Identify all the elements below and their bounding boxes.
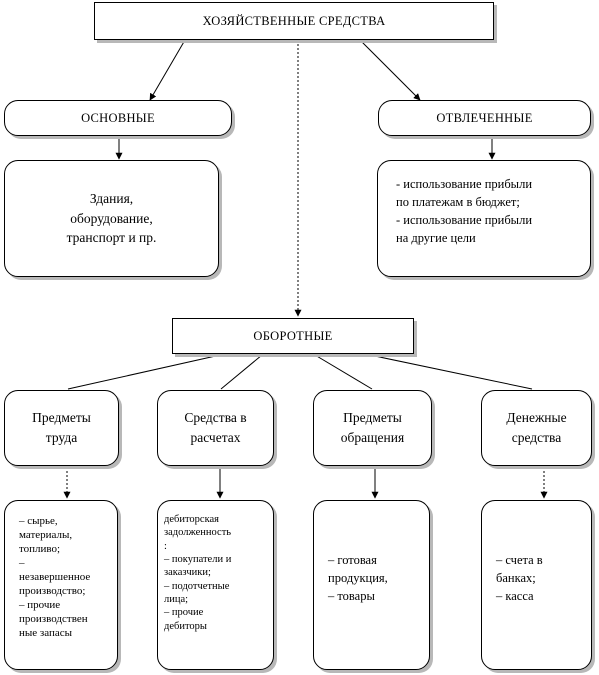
fixed-assets-label: ОСНОВНЫЕ bbox=[81, 110, 155, 125]
cash-label: Денежные средства bbox=[506, 410, 567, 445]
settlements-details-text: дебиторская задолженность : – покупатели… bbox=[164, 514, 232, 632]
labor-objects-label: Предметы труда bbox=[32, 410, 91, 445]
arrow-title-to-diverted bbox=[359, 39, 421, 101]
title-box: ХОЗЯЙСТВЕННЫЕ СРЕДСТВА bbox=[94, 2, 494, 40]
settlements-details: дебиторская задолженность : – покупатели… bbox=[157, 500, 274, 670]
circulation-objects-label: Предметы обращения bbox=[340, 410, 405, 445]
diverted-assets-details-text: - использование прибыли по платежам в бю… bbox=[396, 177, 533, 246]
cash-box: Денежные средства bbox=[481, 390, 592, 466]
current-assets-label: ОБОРОТНЫЕ bbox=[253, 328, 333, 343]
diverted-assets-label: ОТВЛЕЧЕННЫЕ bbox=[436, 110, 533, 125]
title-label: ХОЗЯЙСТВЕННЫЕ СРЕДСТВА bbox=[202, 13, 386, 28]
line-current-to-cash bbox=[369, 354, 533, 390]
circulation-objects-details: – готовая продукция, – товары bbox=[313, 500, 430, 670]
line-current-to-settlements bbox=[220, 354, 263, 390]
cash-details-text: – счета в банках; – касса bbox=[496, 553, 543, 604]
diverted-assets-details: - использование прибыли по платежам в бю… bbox=[377, 160, 591, 277]
fixed-assets-details-text: Здания, оборудование, транспорт и пр. bbox=[66, 191, 157, 246]
cash-details: – счета в банках; – касса bbox=[481, 500, 592, 670]
labor-objects-details-text: – сырье, материалы, топливо; – незаверше… bbox=[19, 515, 91, 639]
labor-objects-details: – сырье, материалы, топливо; – незаверше… bbox=[4, 500, 118, 670]
line-current-to-circulation bbox=[314, 354, 373, 390]
circulation-objects-details-text: – готовая продукция, – товары bbox=[328, 553, 388, 604]
current-assets-box: ОБОРОТНЫЕ bbox=[172, 318, 414, 354]
settlements-box: Средства в расчетах bbox=[157, 390, 274, 466]
labor-objects-box: Предметы труда bbox=[4, 390, 119, 466]
diverted-assets-box: ОТВЛЕЧЕННЫЕ bbox=[378, 100, 591, 136]
settlements-label: Средства в расчетах bbox=[184, 410, 247, 445]
circulation-objects-box: Предметы обращения bbox=[313, 390, 432, 466]
fixed-assets-details: Здания, оборудование, транспорт и пр. bbox=[4, 160, 219, 277]
line-current-to-labor bbox=[67, 354, 221, 390]
fixed-assets-box: ОСНОВНЫЕ bbox=[4, 100, 232, 136]
arrow-title-to-fixed bbox=[149, 39, 186, 101]
